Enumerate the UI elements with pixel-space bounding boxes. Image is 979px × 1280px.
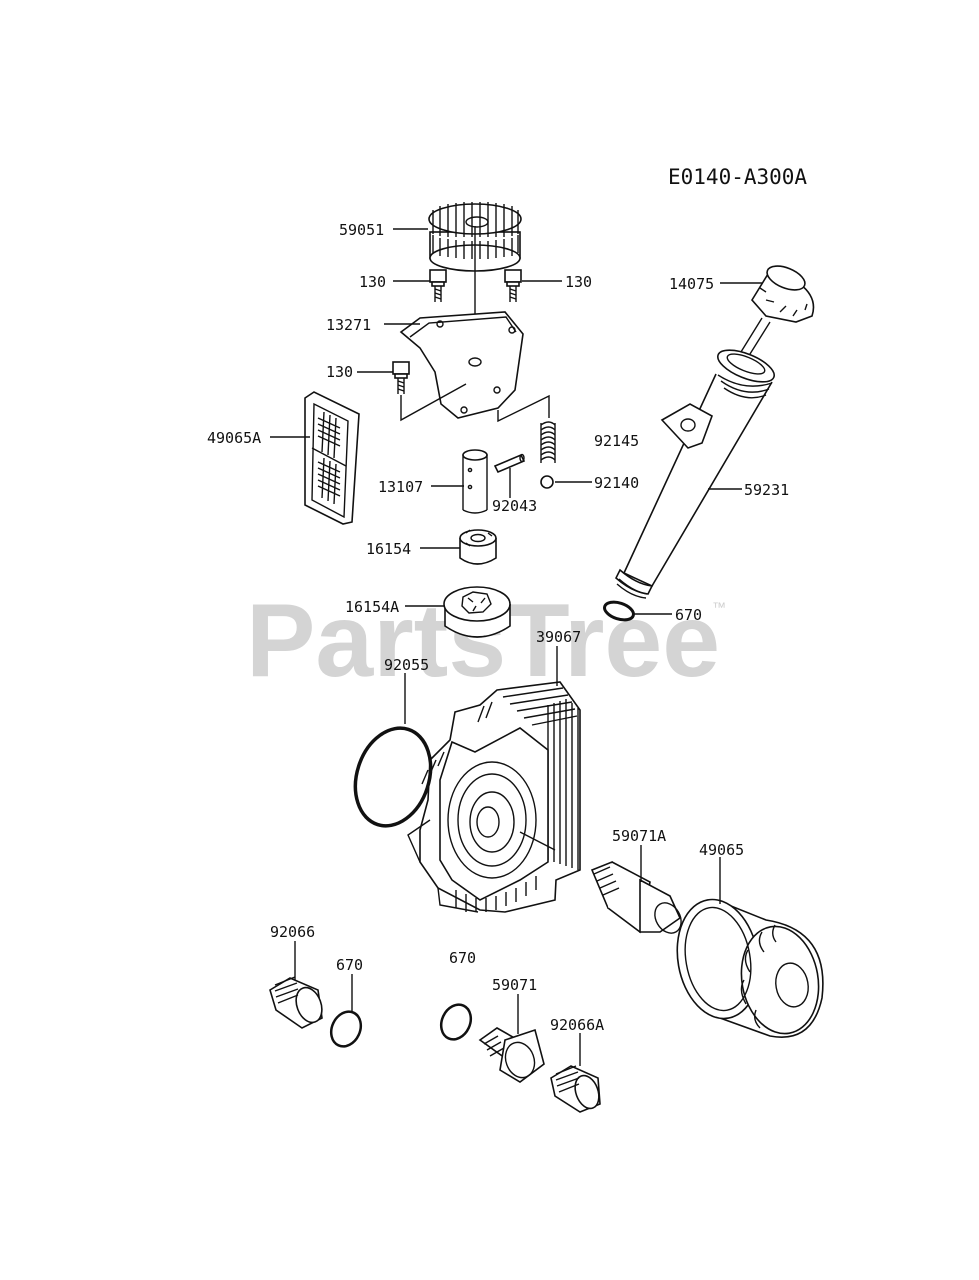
- part-92066-plug[interactable]: [269, 976, 326, 1029]
- label-92140[interactable]: 92140: [594, 474, 639, 492]
- part-130-bolt-right[interactable]: [504, 269, 522, 302]
- part-59231-filler-tube[interactable]: [615, 344, 778, 599]
- label-92043[interactable]: 92043: [492, 497, 537, 515]
- label-59051[interactable]: 59051: [339, 221, 384, 239]
- label-670-middle[interactable]: 670: [449, 949, 476, 967]
- label-13107[interactable]: 13107: [378, 478, 423, 496]
- part-16154A-outer-rotor[interactable]: [443, 586, 511, 638]
- label-14075[interactable]: 14075: [669, 275, 714, 293]
- part-14075-dipstick-cap[interactable]: [735, 261, 815, 363]
- label-39067[interactable]: 39067: [536, 628, 581, 646]
- label-59071A[interactable]: 59071A: [612, 827, 666, 845]
- part-670-oring-tube[interactable]: [602, 599, 635, 623]
- part-92140-ball[interactable]: [540, 475, 554, 489]
- part-92145-spring[interactable]: [540, 421, 556, 463]
- part-130-bolt-lower[interactable]: [392, 361, 410, 394]
- part-59071-fitting[interactable]: [478, 1027, 545, 1083]
- part-59071A-fitting[interactable]: [590, 860, 686, 938]
- label-92066A[interactable]: 92066A: [550, 1016, 604, 1034]
- part-130-bolt-left[interactable]: [429, 269, 447, 302]
- label-92055[interactable]: 92055: [384, 656, 429, 674]
- part-92055-oring[interactable]: [343, 718, 442, 835]
- label-130-left[interactable]: 130: [359, 273, 386, 291]
- part-59051-gear[interactable]: [428, 202, 522, 360]
- label-670-tube[interactable]: 670: [675, 606, 702, 624]
- label-92145[interactable]: 92145: [594, 432, 639, 450]
- label-670-left[interactable]: 670: [336, 956, 363, 974]
- part-49065A-oil-screen[interactable]: [304, 391, 360, 525]
- label-13271[interactable]: 13271: [326, 316, 371, 334]
- label-59071[interactable]: 59071: [492, 976, 537, 994]
- assembly-guide-lines: [400, 383, 550, 423]
- part-13107-shaft[interactable]: [462, 449, 488, 514]
- label-130-right[interactable]: 130: [565, 273, 592, 291]
- part-13271-cover-plate[interactable]: [399, 311, 524, 419]
- watermark-trademark: ™: [712, 599, 726, 615]
- part-49065-oil-filter[interactable]: [668, 893, 827, 1040]
- label-49065A[interactable]: 49065A: [207, 429, 261, 447]
- part-670-oring-left[interactable]: [326, 1007, 367, 1051]
- label-59231[interactable]: 59231: [744, 481, 789, 499]
- label-92066[interactable]: 92066: [270, 923, 315, 941]
- part-16154-inner-rotor[interactable]: [459, 529, 497, 565]
- diagram-code: E0140-A300A: [668, 165, 807, 189]
- part-92043-pin[interactable]: [493, 453, 526, 474]
- part-670-oring-middle[interactable]: [436, 1000, 477, 1044]
- part-92066A-plug[interactable]: [550, 1065, 603, 1113]
- label-16154[interactable]: 16154: [366, 540, 411, 558]
- label-130-lower[interactable]: 130: [326, 363, 353, 381]
- part-39067-filter-housing[interactable]: [407, 681, 581, 913]
- label-16154A[interactable]: 16154A: [345, 598, 399, 616]
- label-49065[interactable]: 49065: [699, 841, 744, 859]
